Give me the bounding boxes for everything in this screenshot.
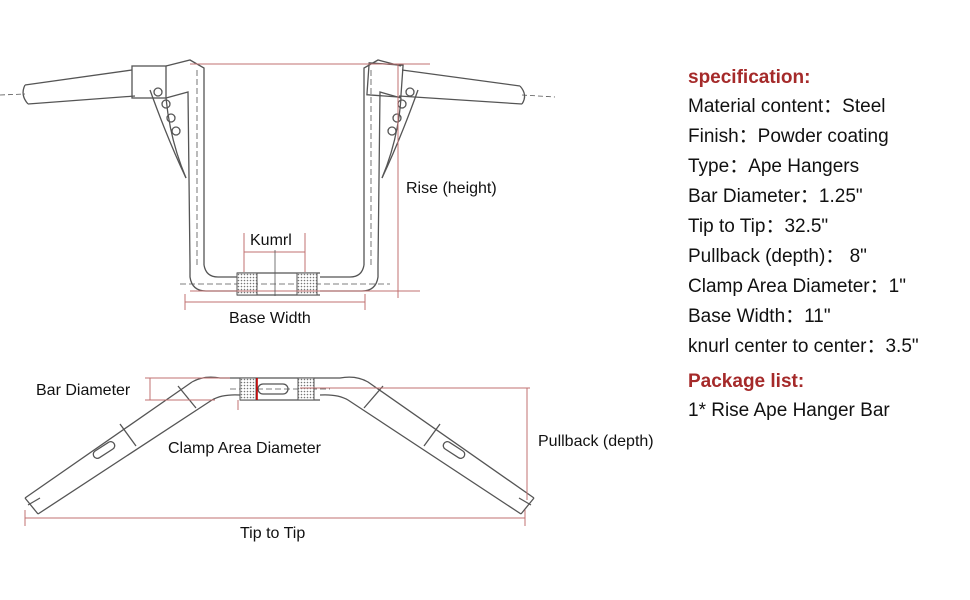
knurl-label: Kumrl	[250, 232, 292, 249]
spec-row-type: Type：Ape Hangers	[688, 156, 860, 177]
spec-row-bar-diameter: Bar Diameter：1.25"	[688, 186, 863, 207]
front-dimensions	[184, 63, 430, 310]
plan-dimensions	[24, 377, 530, 526]
spec-row-finish: Finish：Powder coating	[688, 126, 889, 147]
base-width-label: Base Width	[229, 310, 311, 327]
knurl-left	[236, 272, 258, 296]
bar-diameter-label: Bar Diameter	[36, 382, 131, 399]
pullback-label: Pullback (depth)	[538, 433, 654, 450]
rise-label: Rise (height)	[406, 180, 497, 197]
spec-row-knurl-center: knurl center to center：3.5"	[688, 336, 919, 357]
tip-to-tip-label: Tip to Tip	[240, 525, 306, 542]
plan-knurl-right	[297, 377, 315, 401]
spec-row-base-width: Base Width：11"	[688, 306, 831, 327]
spec-row-tip-to-tip: Tip to Tip：32.5"	[688, 216, 829, 237]
plan-view	[24, 376, 535, 515]
spec-row-material: Material content：Steel	[688, 96, 886, 117]
plan-knurl-left	[239, 377, 257, 401]
specification-heading: specification:	[688, 67, 811, 88]
clamp-area-label: Clamp Area Diameter	[168, 440, 321, 457]
package-list-heading: Package list:	[688, 371, 805, 392]
front-view	[0, 59, 556, 296]
spec-row-clamp-area: Clamp Area Diameter：1"	[688, 276, 906, 297]
package-item: 1* Rise Ape Hanger Bar	[688, 400, 890, 421]
specification-panel: specification: Material content：Steel Fi…	[688, 64, 968, 426]
knurl-right	[296, 272, 318, 296]
spec-row-pullback: Pullback (depth)： 8"	[688, 246, 867, 267]
